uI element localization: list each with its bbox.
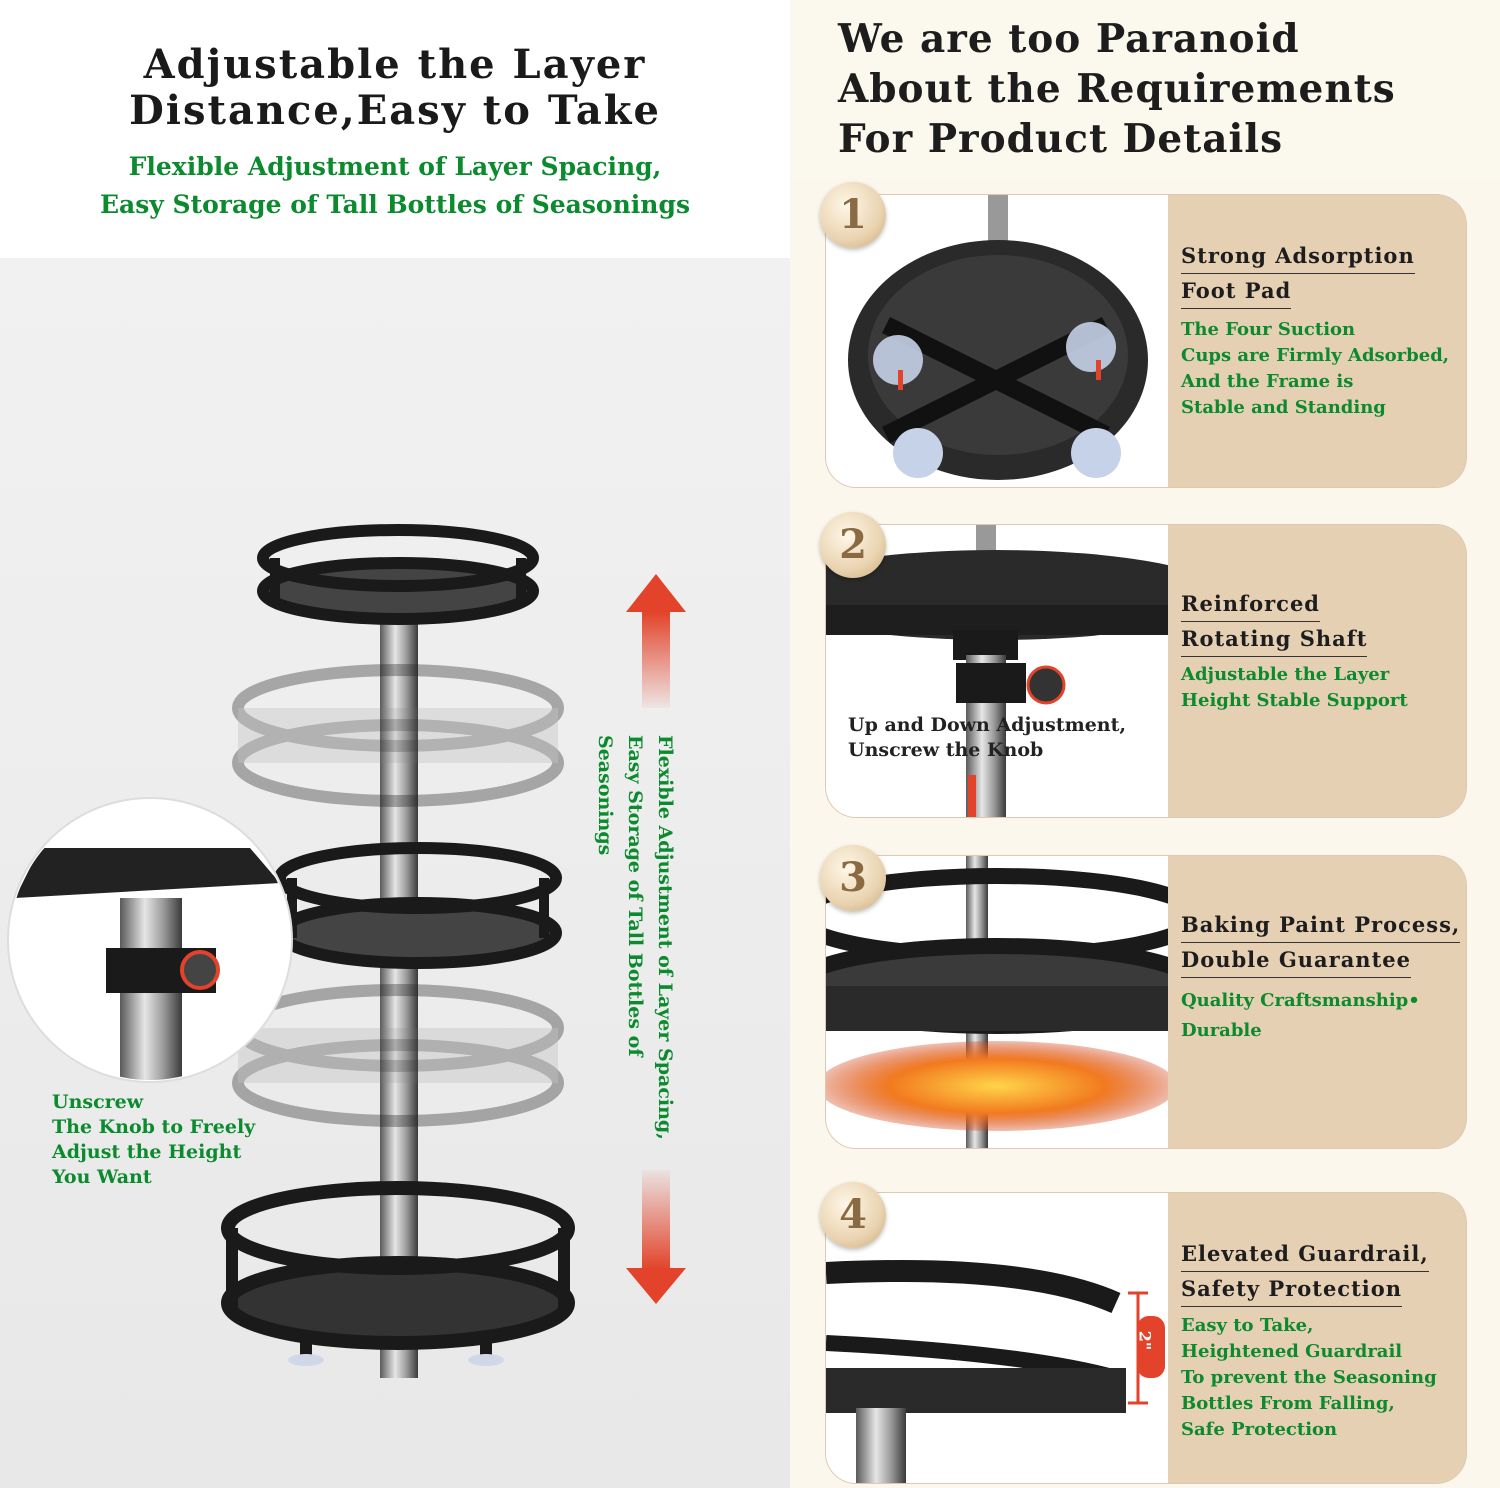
right-title-line: We are too Paranoid	[838, 16, 1300, 62]
knob-note-line: You Want	[52, 1166, 152, 1188]
main-title: Adjustable the Layer Distance,Easy to Ta…	[100, 42, 690, 134]
vertical-caption: Flexible Adjustment of Layer Spacing, Ea…	[594, 735, 680, 1165]
right-title: We are too Paranoid About the Requiremen…	[838, 14, 1478, 164]
rack-illustration	[7, 524, 686, 1378]
main-title-line: Adjustable the Layer	[143, 41, 647, 88]
number-badge: 1	[820, 182, 886, 248]
card-desc-line: Bottles From Falling,	[1181, 1393, 1395, 1414]
ghost-layer	[232, 664, 564, 807]
card-title-line: Foot Pad	[1181, 274, 1292, 309]
card-desc-line: To prevent the Seasoning	[1181, 1367, 1437, 1388]
main-subtitle: Flexible Adjustment of Layer Spacing, Ea…	[60, 148, 730, 224]
card-photo	[826, 856, 1168, 1148]
vertical-caption-line: Flexible Adjustment of Layer Spacing,	[654, 735, 676, 1140]
number-badge: 4	[820, 1182, 886, 1248]
rack-bottom-layer	[221, 1181, 575, 1366]
ghost-layer	[232, 984, 564, 1127]
right-header	[790, 0, 1500, 178]
card-desc-line: And the Frame is	[1181, 371, 1354, 392]
card-desc-line: Adjustable the Layer	[1181, 664, 1390, 685]
card-title: Baking Paint Process, Double Guarantee	[1181, 908, 1461, 978]
card-desc-line: Stable and Standing	[1181, 397, 1386, 418]
rack-top-layer	[257, 524, 539, 625]
feature-card-2: Up and Down Adjustment, Unscrew the Knob…	[826, 525, 1466, 817]
card-description: The Four Suction Cups are Firmly Adsorbe…	[1181, 317, 1449, 421]
measure-label: 2"	[1135, 1330, 1155, 1351]
photo-annotation: Up and Down Adjustment, Unscrew the Knob	[848, 713, 1126, 763]
card-photo	[826, 1193, 1168, 1483]
card-desc-line: Durable	[1181, 1020, 1262, 1041]
card-desc-line: Safe Protection	[1181, 1419, 1338, 1440]
down-arrow-icon	[626, 1170, 686, 1304]
card-title-line: Double Guarantee	[1181, 943, 1411, 978]
card-desc-line: Heightened Guardrail	[1181, 1341, 1403, 1362]
knob-note-line: Adjust the Height	[52, 1141, 242, 1163]
card-title-line: Safety Protection	[1181, 1272, 1403, 1307]
card-desc-line: Quality Craftsmanship•	[1181, 990, 1420, 1011]
vertical-caption-line: Easy Storage of Tall Bottles of Seasonin…	[594, 735, 646, 1057]
card-title-line: Elevated Guardrail,	[1181, 1237, 1429, 1272]
card-title: Reinforced Rotating Shaft	[1181, 587, 1368, 657]
number-badge: 2	[820, 512, 886, 578]
photo-annotation-line: Unscrew the Knob	[848, 739, 1044, 761]
card-description: Adjustable the Layer Height Stable Suppo…	[1181, 662, 1408, 714]
feature-card-1: Strong Adsorption Foot Pad The Four Suct…	[826, 195, 1466, 487]
knob-note-line: Unscrew	[52, 1091, 144, 1113]
card-title-line: Reinforced	[1181, 587, 1320, 622]
card-title: Strong Adsorption Foot Pad	[1181, 239, 1415, 309]
knob-note-line: The Knob to Freely	[52, 1116, 256, 1138]
right-title-line: For Product Details	[838, 116, 1284, 162]
feature-card-4: 2" Elevated Guardrail, Safety Protection…	[826, 1193, 1466, 1483]
card-description: Easy to Take, Heightened Guardrail To pr…	[1181, 1313, 1437, 1443]
card-description: Quality Craftsmanship• Durable	[1181, 986, 1420, 1046]
card-title-line: Baking Paint Process,	[1181, 908, 1461, 943]
main-subtitle-line: Easy Storage of Tall Bottles of Seasonin…	[99, 190, 691, 219]
card-desc-line: Height Stable Support	[1181, 690, 1408, 711]
card-desc-line: Cups are Firmly Adsorbed,	[1181, 345, 1450, 366]
main-title-line: Distance,Easy to Take	[129, 87, 661, 134]
right-title-line: About the Requirements	[838, 66, 1396, 112]
up-arrow-icon	[626, 574, 686, 708]
knob-zoom-circle	[7, 797, 293, 1083]
main-subtitle-line: Flexible Adjustment of Layer Spacing,	[128, 152, 662, 181]
card-photo	[826, 525, 1168, 817]
rack-pole	[380, 588, 418, 1378]
card-title-line: Rotating Shaft	[1181, 622, 1368, 657]
card-title: Elevated Guardrail, Safety Protection	[1181, 1237, 1429, 1307]
photo-annotation-line: Up and Down Adjustment,	[848, 714, 1127, 736]
feature-card-3: Baking Paint Process, Double Guarantee Q…	[826, 856, 1466, 1148]
card-title-line: Strong Adsorption	[1181, 239, 1415, 274]
card-desc-line: Easy to Take,	[1181, 1315, 1314, 1336]
card-photo	[826, 195, 1168, 487]
knob-note: Unscrew The Knob to Freely Adjust the He…	[52, 1090, 282, 1190]
card-desc-line: The Four Suction	[1181, 319, 1356, 340]
number-badge: 3	[820, 845, 886, 911]
